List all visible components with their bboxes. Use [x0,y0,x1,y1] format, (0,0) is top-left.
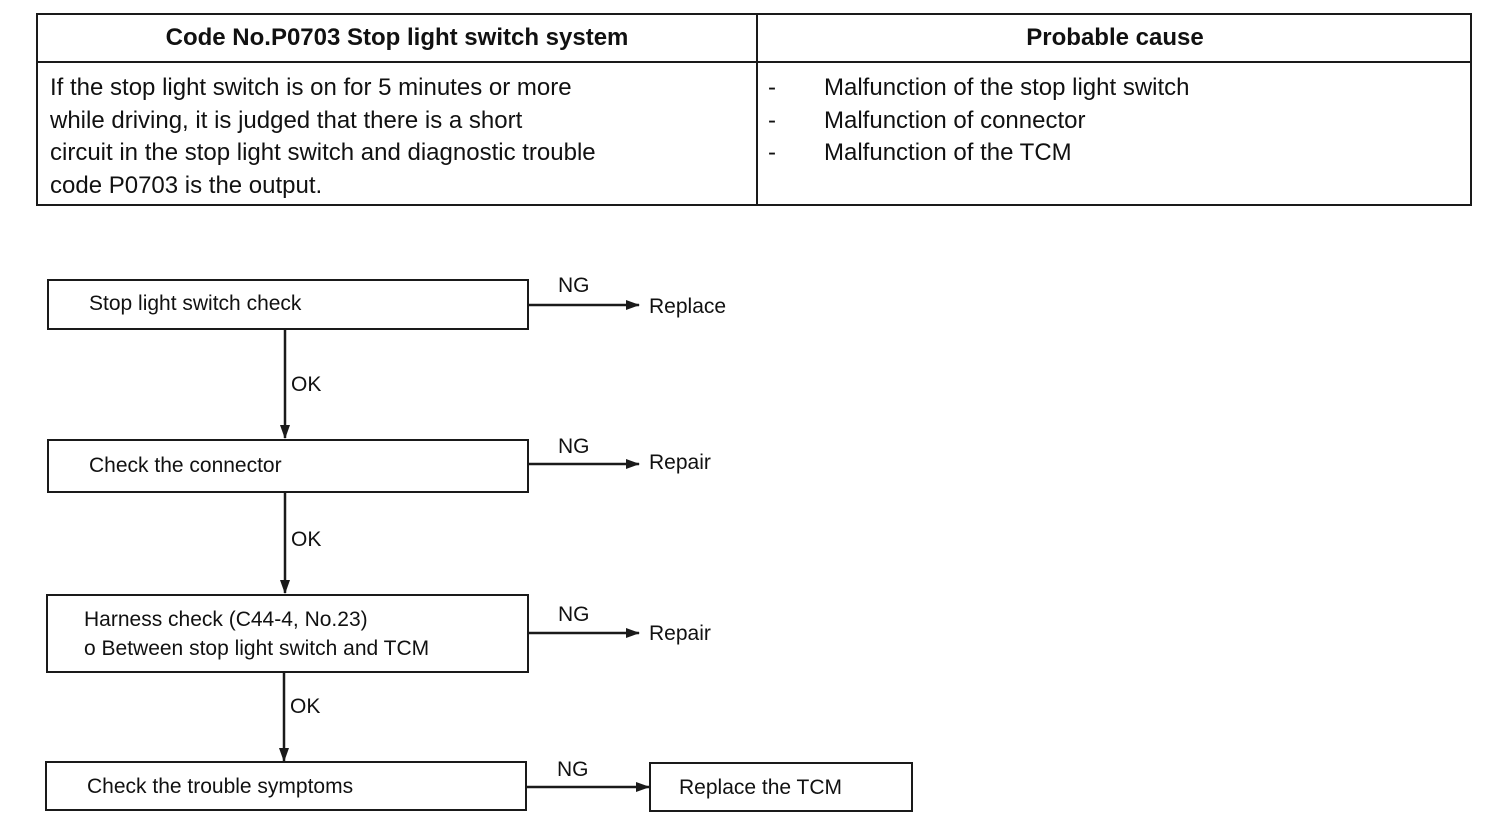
step-check-connector: Check the connector [47,439,529,493]
replace-tcm-box: Replace the TCM [649,762,913,812]
step-harness-check: Harness check (C44-4, No.23) o Between s… [46,594,529,673]
cause-item: - Malfunction of connector [768,105,1190,138]
cause-text: Malfunction of connector [824,106,1086,134]
ng-result: Repair [649,622,711,645]
code-description: If the stop light switch is on for 5 min… [50,72,740,202]
ng-label: NG [557,758,589,781]
list-dash: - [768,139,776,166]
ng-label: NG [558,274,590,297]
cause-item: - Malfunction of the stop light switch [768,72,1190,105]
description-line: circuit in the stop light switch and dia… [50,139,596,166]
description-line: If the stop light switch is on for 5 min… [50,74,572,101]
step-text: Check the connector [89,454,282,477]
probable-cause-header: Probable cause [1026,24,1204,51]
list-dash: - [768,74,776,101]
list-dash: - [768,106,776,134]
cause-text: Malfunction of the TCM [824,139,1072,166]
ok-label: OK [290,695,321,718]
cause-item: - Malfunction of the TCM [768,137,1190,170]
step-result-text: Replace the TCM [679,775,843,799]
ng-label: NG [558,603,590,626]
step-text: Stop light switch check [89,292,302,315]
step-stop-light-switch-check: Stop light switch check [47,279,529,330]
table-header-divider [38,61,1470,63]
step-check-trouble-symptoms: Check the trouble symptoms [45,761,527,811]
description-line: code P0703 is the output. [50,171,323,199]
ok-label: OK [291,528,322,551]
ng-result: Replace [649,295,727,318]
step-text: Harness check (C44-4, No.23) [84,607,368,631]
step-text: o Between stop light switch and TCM [84,636,430,660]
description-line: while driving, it is judged that there i… [50,106,523,134]
diagnostic-code-table: Code No.P0703 Stop light switch system P… [36,13,1472,206]
step-text: Check the trouble symptoms [87,774,354,798]
ng-label: NG [558,435,590,458]
cause-text: Malfunction of the stop light switch [824,74,1190,101]
ok-label: OK [291,373,322,396]
code-header: Code No.P0703 Stop light switch system [165,24,629,51]
probable-cause-list: - Malfunction of the stop light switch - M… [768,72,1190,170]
ng-result: Repair [649,451,711,474]
table-column-divider [756,15,758,204]
